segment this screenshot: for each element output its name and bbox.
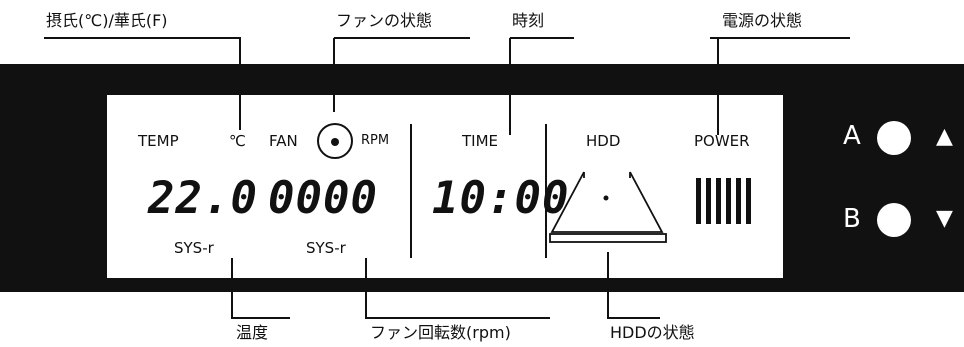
hdd-status-icon (549, 171, 667, 243)
callout-temperature: 温度 (236, 323, 269, 342)
temp-label: TEMP (138, 132, 179, 150)
temp-unit-label: ℃ (229, 132, 246, 150)
down-arrow-icon[interactable]: ▼ (936, 206, 953, 231)
button-a[interactable] (877, 121, 911, 155)
callout-fan-speed: ファン回転数(rpm) (370, 323, 511, 342)
rpm-label: RPM (361, 133, 390, 148)
up-arrow-icon[interactable]: ▲ (936, 124, 953, 149)
button-a-label: A (843, 121, 861, 151)
callout-hdd-status: HDDの状態 (610, 323, 695, 342)
power-label: POWER (694, 132, 750, 150)
callout-celsius-fahrenheit: 摂氏(℃)/華氏(F) (46, 11, 168, 30)
callout-fan-status: ファンの状態 (336, 11, 433, 30)
temperature-readout: 22.0 (148, 173, 258, 224)
temp-source-label: SYS-r (174, 239, 214, 257)
button-b-label: B (843, 204, 861, 234)
callout-power-status: 電源の状態 (722, 11, 803, 30)
fan-source-label: SYS-r (306, 239, 346, 257)
fan-label: FAN (269, 132, 298, 150)
fan-speed-readout: 0000 (268, 173, 378, 224)
lcd-panel (107, 95, 783, 278)
callout-time: 時刻 (512, 11, 545, 30)
time-label: TIME (462, 132, 499, 150)
button-b[interactable] (877, 203, 911, 237)
hdd-label: HDD (586, 132, 621, 150)
power-bars-icon (696, 178, 751, 224)
fan-icon (317, 123, 353, 159)
